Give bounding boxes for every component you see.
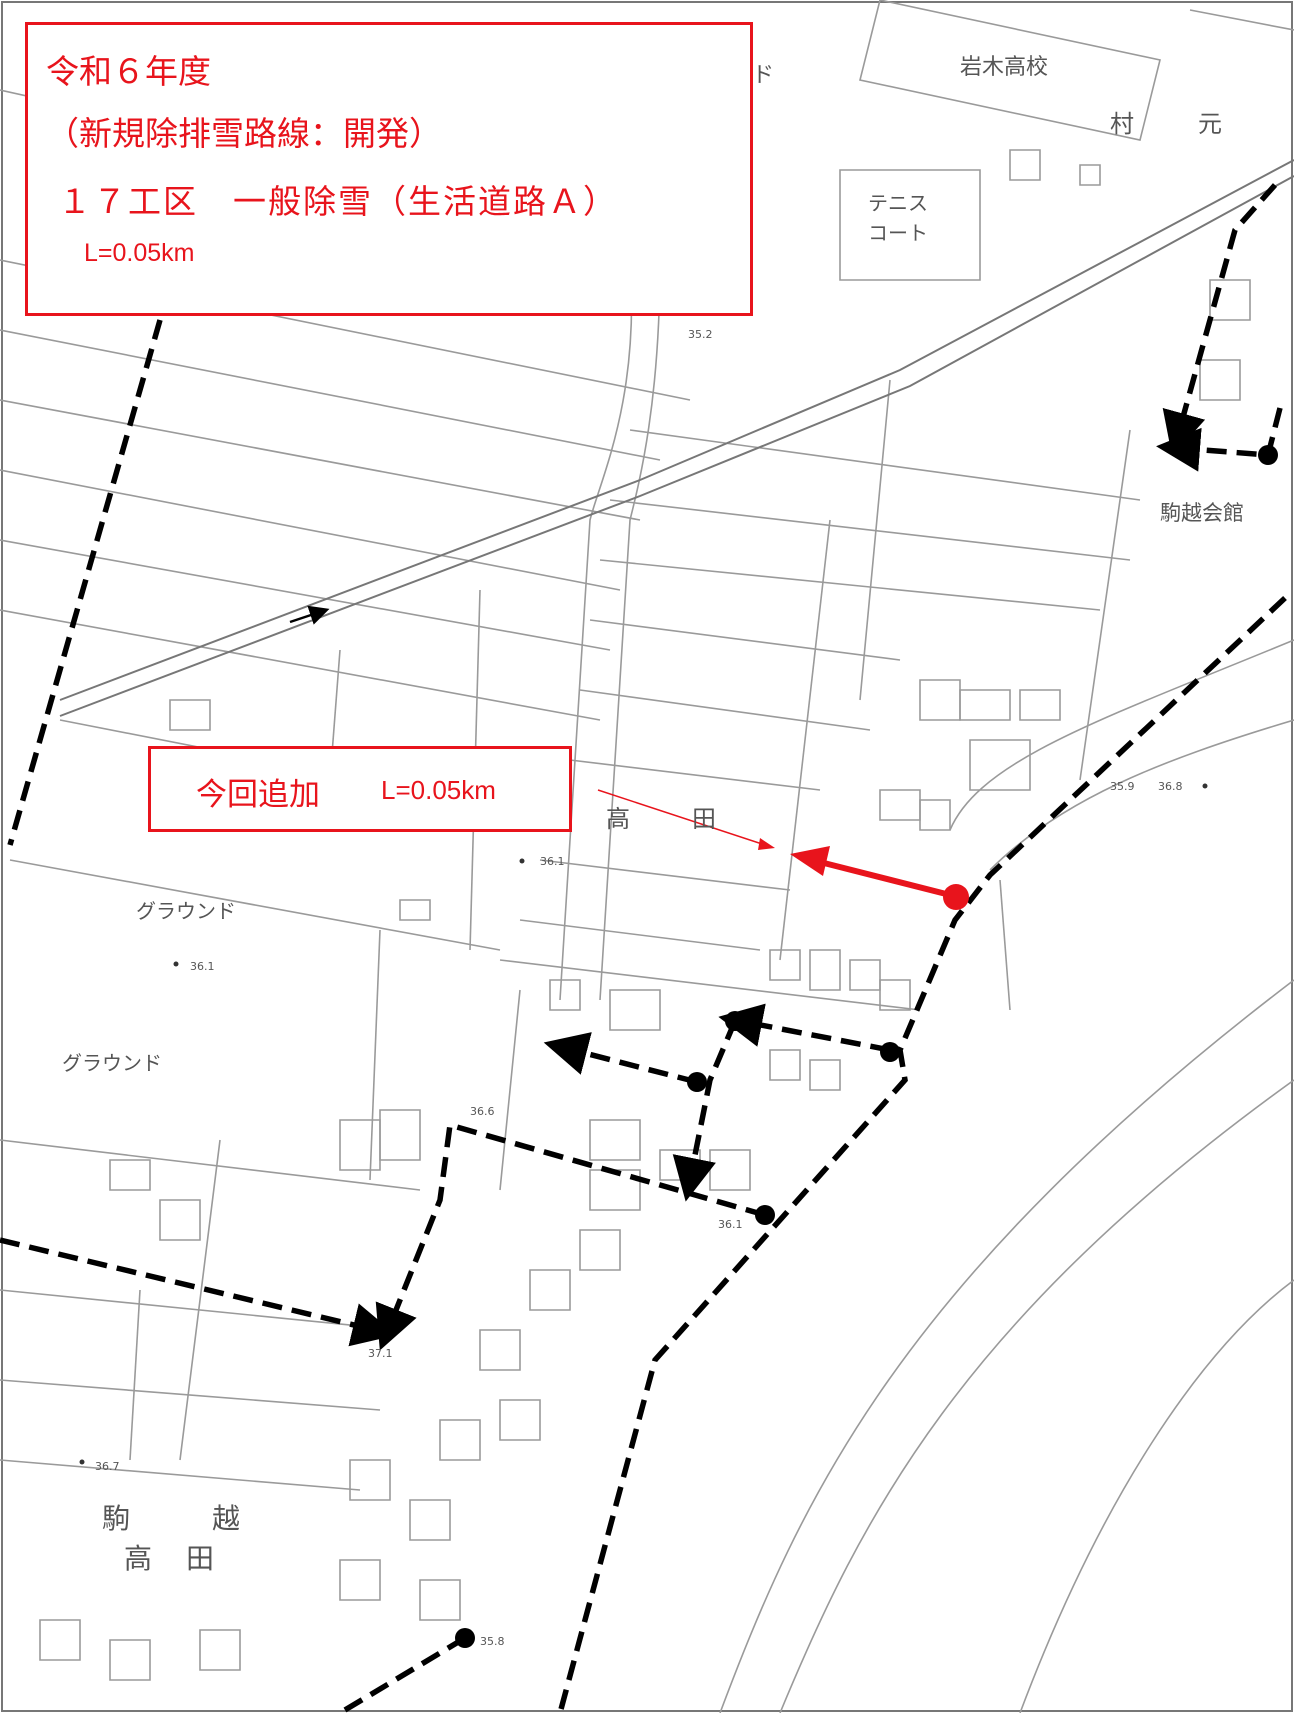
elevation-361c: 36.1 <box>718 1218 743 1231</box>
elevation-361b: 36.1 <box>190 960 215 973</box>
added-route <box>597 789 969 910</box>
label-hall: 駒越会館 <box>1160 501 1244 525</box>
highway <box>59 159 1294 717</box>
added-length: L=0.05km <box>381 775 496 805</box>
added-label: 今回追加 <box>196 777 320 813</box>
label-tennis-2: コート <box>868 221 928 245</box>
label-takada-2: 田 <box>692 805 716 833</box>
elevation-368: 36.8 <box>1158 780 1183 793</box>
info-length: L=0.05km <box>84 239 195 267</box>
label-komagoshi-3: 高 <box>124 1542 152 1575</box>
elevation-358: 35.8 <box>480 1635 505 1648</box>
existing-routes <box>0 183 1287 1713</box>
elevation-367: 36.7 <box>95 1460 120 1473</box>
label-school: 岩木高校 <box>960 55 1048 80</box>
info-section: １７工区 一般除雪（生活道路Ａ） <box>58 182 618 221</box>
elevation-361a: 36.1 <box>540 855 565 868</box>
label-takada-1: 高 <box>606 805 630 833</box>
route-info-box: 令和６年度 （新規除排雪路線：開発） １７工区 一般除雪（生活道路Ａ） L=0.… <box>25 22 753 316</box>
label-komagoshi-1: 駒 <box>102 1502 130 1535</box>
added-route-callout: 今回追加 L=0.05km <box>148 746 572 832</box>
route-nodes <box>455 445 1278 1648</box>
label-komagoshi-2: 越 <box>212 1502 240 1535</box>
elevation-359: 35.9 <box>1110 780 1135 793</box>
label-ground-1: グラウンド <box>136 899 236 923</box>
info-year: 令和６年度 <box>46 52 211 91</box>
elevation-352: 35.2 <box>688 328 713 341</box>
label-tennis-1: テニス <box>868 191 928 215</box>
map-labels: ンド 岩木高校 村 元 テニス コート 駒越会館 高 田 グラウンド グラウンド… <box>62 55 1244 1575</box>
label-village-1: 村 <box>1110 110 1134 138</box>
label-ground-2: グラウンド <box>62 1051 162 1075</box>
elevation-dots <box>79 783 1208 1465</box>
elevation-labels: 35.2 35.9 36.8 36.1 36.1 36.6 36.1 37.1 … <box>95 328 1183 1648</box>
elevation-366: 36.6 <box>470 1105 495 1118</box>
direction-arrow-icon <box>289 605 330 625</box>
info-category: （新規除排雪路線：開発） <box>46 114 442 153</box>
elevation-371: 37.1 <box>368 1347 393 1360</box>
label-komagoshi-4: 田 <box>186 1542 214 1575</box>
label-village-2: 元 <box>1198 110 1222 138</box>
